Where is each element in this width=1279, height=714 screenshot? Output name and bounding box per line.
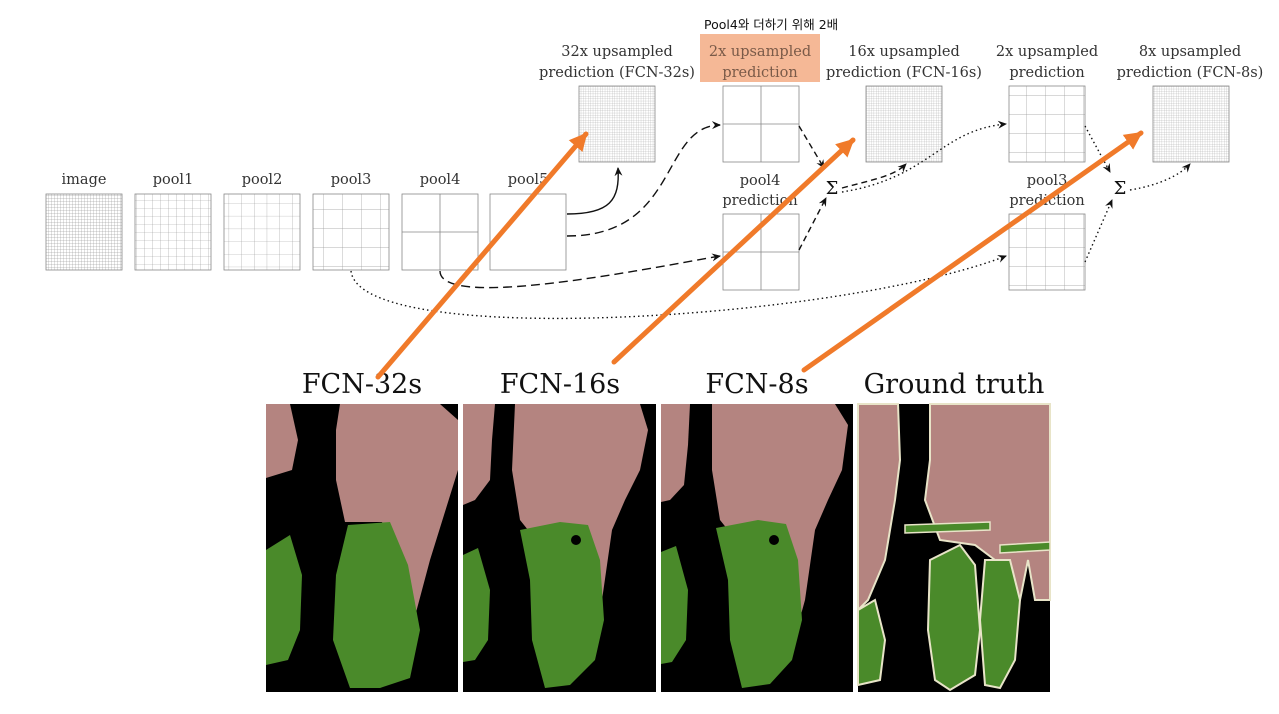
- sum-b-symbol: Σ: [1114, 178, 1127, 199]
- fcn16-label-line2: prediction (FCN-16s): [826, 65, 982, 81]
- sum-to-fcn8-arrow: [1129, 163, 1191, 191]
- pool4-label: pool4: [420, 172, 461, 188]
- pool3pred-to-sum-arrow: [1084, 199, 1113, 263]
- orange-arrow-fcn32: [375, 131, 589, 380]
- result-panel-ground-truth: [857, 403, 1051, 692]
- image-label: image: [62, 172, 107, 188]
- result-panel-fcn16: [463, 404, 656, 692]
- image-grid: [45, 193, 123, 271]
- pool3-grid: [312, 193, 390, 271]
- up2a-to-sum-arrow: [798, 125, 825, 169]
- orange-arrow-fcn16: [611, 137, 856, 365]
- pool1-grid: [134, 193, 212, 271]
- pool5-to-up2a-arrow: [566, 121, 721, 237]
- pool4-to-pool4pred-arrow: [439, 253, 721, 289]
- sum-to-fcn16-arrow: [841, 163, 907, 189]
- up2b-prediction-grid: [1008, 85, 1086, 163]
- orange-arrow-fcn8: [801, 130, 1144, 373]
- pool2-label: pool2: [242, 172, 283, 188]
- fcn32-label-line1: 32x upsampled: [561, 44, 672, 60]
- fcn16-output-grid: [865, 85, 943, 163]
- highlight-box: [700, 34, 820, 82]
- up2a-prediction-grid: [722, 85, 800, 163]
- up2b-label-line1: 2x upsampled: [996, 44, 1098, 60]
- result-title-fcn8: FCN-8s: [705, 369, 808, 400]
- result-title-fcn32: FCN-32s: [302, 369, 422, 400]
- pool1-label: pool1: [153, 172, 194, 188]
- result-panel-fcn32: [266, 404, 458, 692]
- annotation-note: Pool4와 더하기 위해 2배: [704, 17, 838, 32]
- fcn8-output-grid: [1152, 85, 1230, 163]
- pool5-to-fcn32-arrow: [566, 167, 623, 215]
- pool4-prediction-label-line2: prediction: [722, 193, 797, 209]
- pool3-prediction-label-line1: pool3: [1027, 173, 1068, 189]
- result-title-ground-truth: Ground truth: [864, 369, 1045, 400]
- pool3-label: pool3: [331, 172, 372, 188]
- pool3-prediction-grid: [1008, 213, 1086, 291]
- pool4-grid: [401, 193, 479, 271]
- pool2-grid: [223, 193, 301, 271]
- up2a-label-line2: prediction: [722, 65, 797, 81]
- fcn32-label-line2: prediction (FCN-32s): [539, 65, 695, 81]
- pool5-label: pool5: [508, 172, 549, 188]
- result-title-fcn16: FCN-16s: [500, 369, 620, 400]
- fcn16-label-line1: 16x upsampled: [848, 44, 959, 60]
- pool4-prediction-label-line1: pool4: [740, 173, 781, 189]
- result-panel-fcn8: [661, 404, 853, 692]
- up2b-label-line2: prediction: [1009, 65, 1084, 81]
- pool4pred-to-sum-arrow: [798, 197, 827, 251]
- fcn32-output-grid: [578, 85, 656, 163]
- up2a-label-line1: 2x upsampled: [709, 44, 811, 60]
- fcn8-label-line2: prediction (FCN-8s): [1117, 65, 1264, 81]
- fcn8-label-line1: 8x upsampled: [1139, 44, 1241, 60]
- sum-a-symbol: Σ: [826, 178, 839, 199]
